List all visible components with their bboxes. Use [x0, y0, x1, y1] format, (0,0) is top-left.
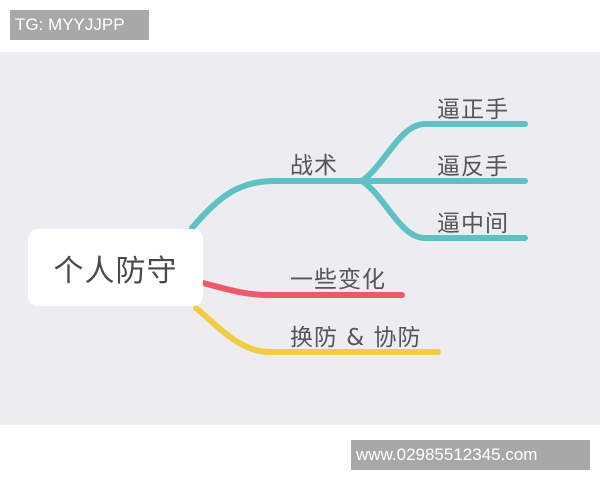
connector-switch: [193, 305, 441, 355]
node-force-middle[interactable]: 逼中间: [437, 211, 509, 237]
connector-tactics: [189, 178, 365, 231]
node-force-backhand[interactable]: 逼反手: [437, 154, 509, 180]
node-variations[interactable]: 一些变化: [290, 267, 386, 293]
root-label: 个人防守: [53, 253, 178, 289]
node-switch-help[interactable]: 换防 & 协防: [290, 325, 422, 351]
root-node[interactable]: 个人防守: [28, 229, 203, 306]
connector-variations: [200, 280, 405, 298]
node-tactics[interactable]: 战术: [290, 153, 338, 179]
connector-middle: [359, 178, 528, 241]
watermark-bottom: www.02985512345.com: [351, 440, 590, 470]
node-force-forehand[interactable]: 逼正手: [437, 97, 509, 123]
watermark-top: TG: MYYJJPP: [10, 10, 149, 40]
connector-forehand: [359, 121, 528, 184]
